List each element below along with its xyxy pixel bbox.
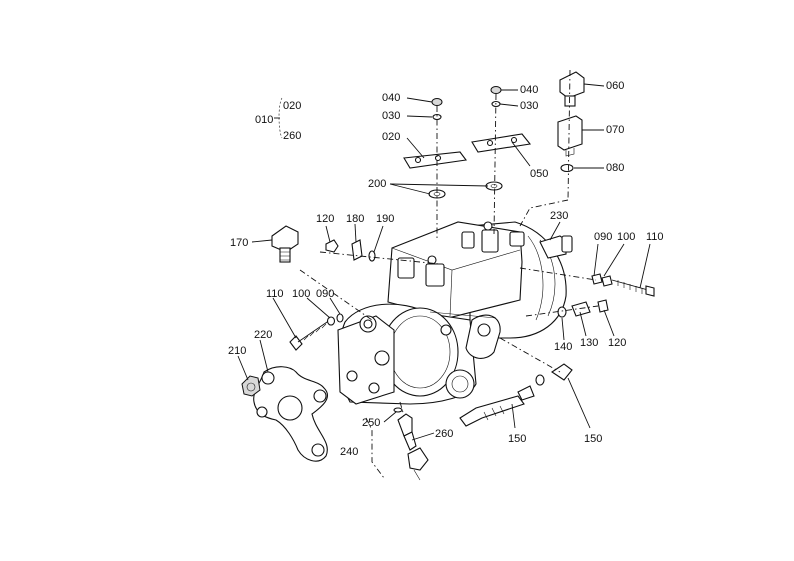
label-100-left: 100 <box>292 288 310 300</box>
label-020-top: 020 <box>283 100 301 112</box>
gasket-220 <box>253 366 329 462</box>
nut-210 <box>241 375 261 397</box>
delivery-pipes-150 <box>459 337 573 427</box>
label-250: 250 <box>362 417 380 429</box>
label-030-left: 030 <box>382 110 400 122</box>
label-240: 240 <box>340 446 358 458</box>
label-090-right: 090 <box>594 231 612 243</box>
label-040-right: 040 <box>520 84 538 96</box>
part-number-labels: 010 020 260 040 030 020 200 040 030 050 … <box>228 80 664 458</box>
label-020-left: 020 <box>382 131 400 143</box>
top-left-stack <box>403 98 467 240</box>
label-070: 070 <box>606 124 624 136</box>
label-060: 060 <box>606 80 624 92</box>
leader-lines <box>237 83 651 441</box>
label-010: 010 <box>255 114 273 126</box>
label-090-left: 090 <box>316 288 334 300</box>
label-260-bottom: 260 <box>435 428 453 440</box>
bottom-parts-240-250-260 <box>365 401 429 481</box>
label-120-right: 120 <box>608 337 626 349</box>
label-180: 180 <box>346 213 364 225</box>
label-260-top: 260 <box>283 130 301 142</box>
fittings-120-130-140 <box>525 299 609 318</box>
label-050: 050 <box>530 168 548 180</box>
bolt-110-left <box>289 269 373 351</box>
label-230: 230 <box>550 210 568 222</box>
bolt-110-right <box>519 267 655 297</box>
top-right-stack <box>471 86 532 235</box>
label-210: 210 <box>228 345 246 357</box>
label-130: 130 <box>580 337 598 349</box>
label-200: 200 <box>368 178 386 190</box>
right-column-parts <box>519 69 585 227</box>
label-100-right: 100 <box>617 231 635 243</box>
label-150-left: 150 <box>508 433 526 445</box>
small-parts-120-180-190 <box>319 239 441 265</box>
label-030-right: 030 <box>520 100 538 112</box>
label-170: 170 <box>230 237 248 249</box>
bolt-170 <box>271 225 299 263</box>
pump-body <box>337 221 573 405</box>
label-190: 190 <box>376 213 394 225</box>
label-120-top: 120 <box>316 213 334 225</box>
label-040-left: 040 <box>382 92 400 104</box>
label-110-right: 110 <box>646 231 664 243</box>
label-110-left: 110 <box>266 288 284 300</box>
label-080: 080 <box>606 162 624 174</box>
label-220: 220 <box>254 329 272 341</box>
label-150-right: 150 <box>584 433 602 445</box>
label-140: 140 <box>554 341 572 353</box>
